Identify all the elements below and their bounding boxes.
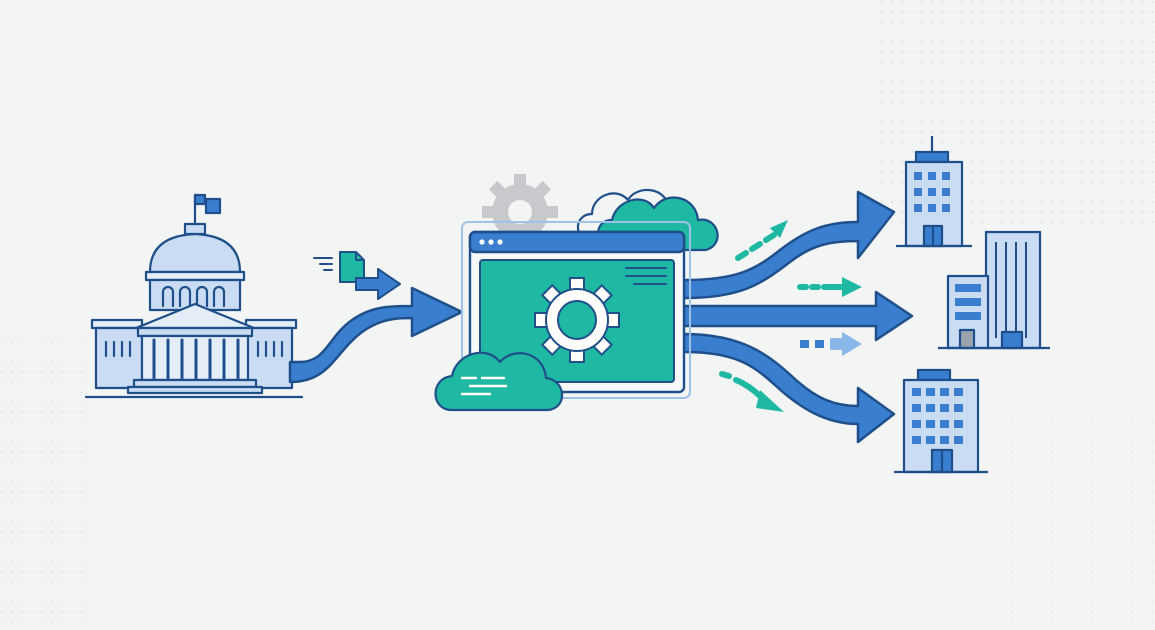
cloud-data-icon — [434, 351, 564, 412]
edge-platform-to-company-top — [682, 190, 896, 300]
accent-arrow-right-teal — [797, 277, 862, 297]
edge-government-to-platform — [288, 286, 464, 384]
edge-platform-to-company-middle — [682, 290, 914, 342]
accent-arrow-up — [735, 220, 788, 261]
accent-arrow-right-blue — [800, 332, 862, 356]
office-building-bottom-icon — [894, 368, 988, 474]
office-complex-middle-icon — [938, 230, 1050, 350]
document-send-icon — [313, 251, 401, 300]
edge-platform-to-company-bottom — [682, 332, 896, 444]
flow-arrows — [288, 190, 914, 444]
browser-window-gear-icon — [461, 221, 691, 399]
dot-texture-bottom-right — [1000, 420, 1155, 630]
capitol-building-icon — [84, 193, 304, 399]
accent-arrows — [719, 220, 862, 412]
office-building-top-icon — [896, 136, 972, 248]
dot-texture-bottom-left — [0, 340, 90, 630]
gear-icon-background — [482, 174, 558, 250]
gear-icon — [534, 277, 620, 363]
accent-arrow-down — [719, 371, 784, 412]
